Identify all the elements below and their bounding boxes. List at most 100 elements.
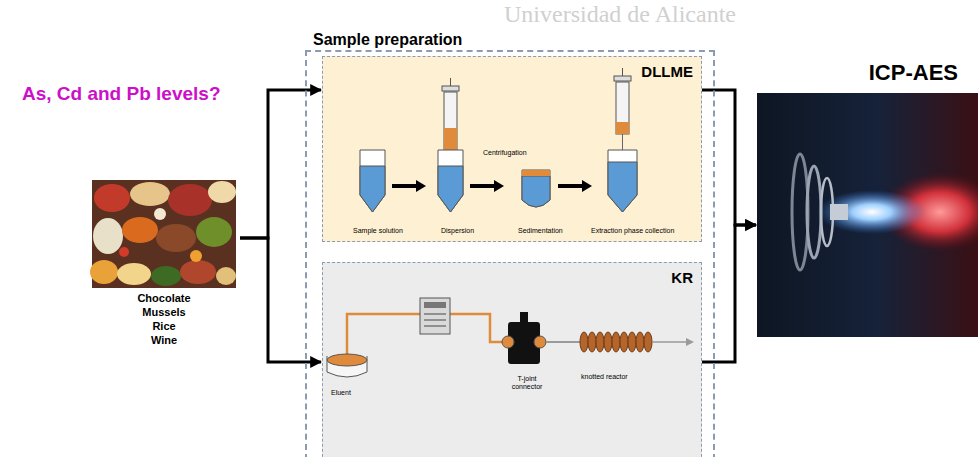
- step-label: Dispersion: [441, 227, 474, 235]
- kr-drawing-part-part: [604, 332, 612, 352]
- food-picture-part: [94, 184, 130, 212]
- food-picture-part: [122, 217, 158, 243]
- dllme-drawing-part: [522, 170, 550, 176]
- dllme-panel: DLLME Sample solution Dispersion Centrifuga…: [322, 56, 702, 242]
- title-holder: As, Cd and Pb levels?: [22, 82, 221, 105]
- step-label: Centrifugation: [483, 149, 527, 157]
- dllme-drawing-part: [622, 68, 623, 76]
- kr-drawing-part-part: [580, 332, 588, 352]
- food-picture-part: [156, 224, 196, 252]
- dllme-drawing: [360, 68, 637, 212]
- dllme-drawing-part: [438, 166, 463, 212]
- text-holder: KR: [671, 269, 693, 287]
- kr-drawing-part: [424, 325, 446, 327]
- dllme-drawing-part: [608, 150, 637, 212]
- dllme-drawing-part: [616, 82, 629, 134]
- dllme-drawing-part: [494, 180, 504, 192]
- dllme-drawing-part: [608, 162, 637, 212]
- text-holder: Sample solution: [353, 227, 403, 235]
- dllme-drawing-part: [438, 150, 463, 212]
- text-holder: Dispersion: [441, 227, 474, 235]
- text-holder: Rice: [92, 320, 236, 333]
- sample-name: Wine: [92, 334, 236, 347]
- icp-picture: [757, 93, 978, 337]
- kr-drawing: [327, 298, 694, 377]
- food-picture-part: [130, 182, 170, 206]
- kr-drawing-part: [424, 313, 446, 315]
- food-samples: ChocolateMusselsRiceWine: [92, 180, 240, 356]
- watermark: Universidad de Alicante: [300, 0, 940, 29]
- dllme-drawing-part: [444, 92, 457, 150]
- sample-preparation-panel: DLLME Sample solution Dispersion Centrifuga…: [305, 50, 715, 457]
- dllme-drawing-part: [444, 128, 457, 150]
- dllme-drawing-part: [392, 184, 416, 188]
- dllme-drawing-part: [470, 184, 494, 188]
- kr-drawing-part: [327, 354, 367, 366]
- food-picture-part: [216, 267, 236, 285]
- sample-name: Chocolate: [92, 292, 236, 305]
- kr-drawing-part-part: [612, 332, 620, 352]
- text-holder: Wine: [92, 334, 236, 347]
- text-holder: knotted reactor: [581, 373, 628, 381]
- food-picture-part: [180, 260, 216, 284]
- dllme-drawing-part: [416, 180, 426, 192]
- part-label: T-joint connector: [506, 375, 548, 391]
- kr-drawing-part-part: [620, 332, 628, 352]
- flow-arrow: [240, 238, 321, 362]
- step-label: Sedimentation: [518, 227, 563, 235]
- food-picture-part: [90, 260, 118, 284]
- food-picture-part: [117, 263, 151, 285]
- kr-drawing-part: [450, 314, 507, 342]
- kr-drawing-part: [347, 314, 420, 355]
- label-holder: Universidad de Alicante: [300, 0, 940, 29]
- kr-drawing-part: [652, 341, 688, 343]
- icp-picture-part: [807, 166, 821, 258]
- sample-name: Mussels: [92, 306, 236, 319]
- text-holder: Sedimentation: [518, 227, 563, 235]
- dllme-drawing-part: [522, 176, 550, 207]
- method-name: KR: [671, 269, 693, 287]
- kr-drawing-part: [580, 332, 652, 352]
- icp-aes-instrument: ICP-AES: [757, 58, 978, 337]
- kr-panel: KR Eluent T-joint connector knotted reactor: [322, 262, 702, 457]
- kr-drawing-part-part: [596, 332, 604, 352]
- text-holder: Extraction phase collection: [591, 227, 674, 235]
- food-picture-part: [93, 218, 123, 254]
- icp-picture-part: [830, 204, 848, 220]
- food-picture-part: [168, 184, 212, 216]
- kr-ground: [322, 262, 702, 457]
- text-holder: Mussels: [92, 306, 236, 319]
- kr-drawing-part-part: [588, 332, 596, 352]
- part-label: knotted reactor: [581, 373, 628, 381]
- food-picture-part: [196, 217, 232, 247]
- dllme-drawing-part: [450, 78, 451, 86]
- text-holder: Sample preparation: [313, 30, 462, 49]
- food-picture-part: [151, 266, 181, 286]
- text-holder: Eluent: [331, 389, 351, 397]
- part-label: Eluent: [331, 389, 351, 397]
- sample-name: Rice: [92, 320, 236, 333]
- dllme-drawing-part: [360, 150, 385, 212]
- dllme-drawing-part: [558, 184, 582, 188]
- text-holder: DLLME: [641, 63, 693, 81]
- step-label: Extraction phase collection: [591, 227, 674, 235]
- kr-drawing-part: [546, 341, 580, 343]
- dllme-drawing-part: [614, 76, 631, 81]
- food-picture-part: [154, 208, 166, 220]
- kr-drawing-part: [502, 336, 514, 348]
- kr-drawing-part: [424, 319, 446, 321]
- food-picture: [90, 180, 236, 288]
- dllme-drawing-part: [616, 122, 629, 134]
- flow-arrow: [240, 90, 321, 238]
- dllme-drawing-part: [442, 86, 459, 91]
- kr-drawing-part: [420, 298, 450, 334]
- method-name: DLLME: [641, 63, 693, 81]
- kr-drawing-part-part: [644, 332, 652, 352]
- question-title: As, Cd and Pb levels?: [22, 82, 221, 105]
- step-label: Sample solution: [353, 227, 403, 235]
- flow-arrow: [702, 90, 756, 225]
- flow-arrow: [702, 225, 756, 362]
- text-holder: Chocolate: [92, 292, 236, 305]
- kr-drawing-part: [686, 338, 694, 346]
- kr-drawing-part-part: [628, 332, 636, 352]
